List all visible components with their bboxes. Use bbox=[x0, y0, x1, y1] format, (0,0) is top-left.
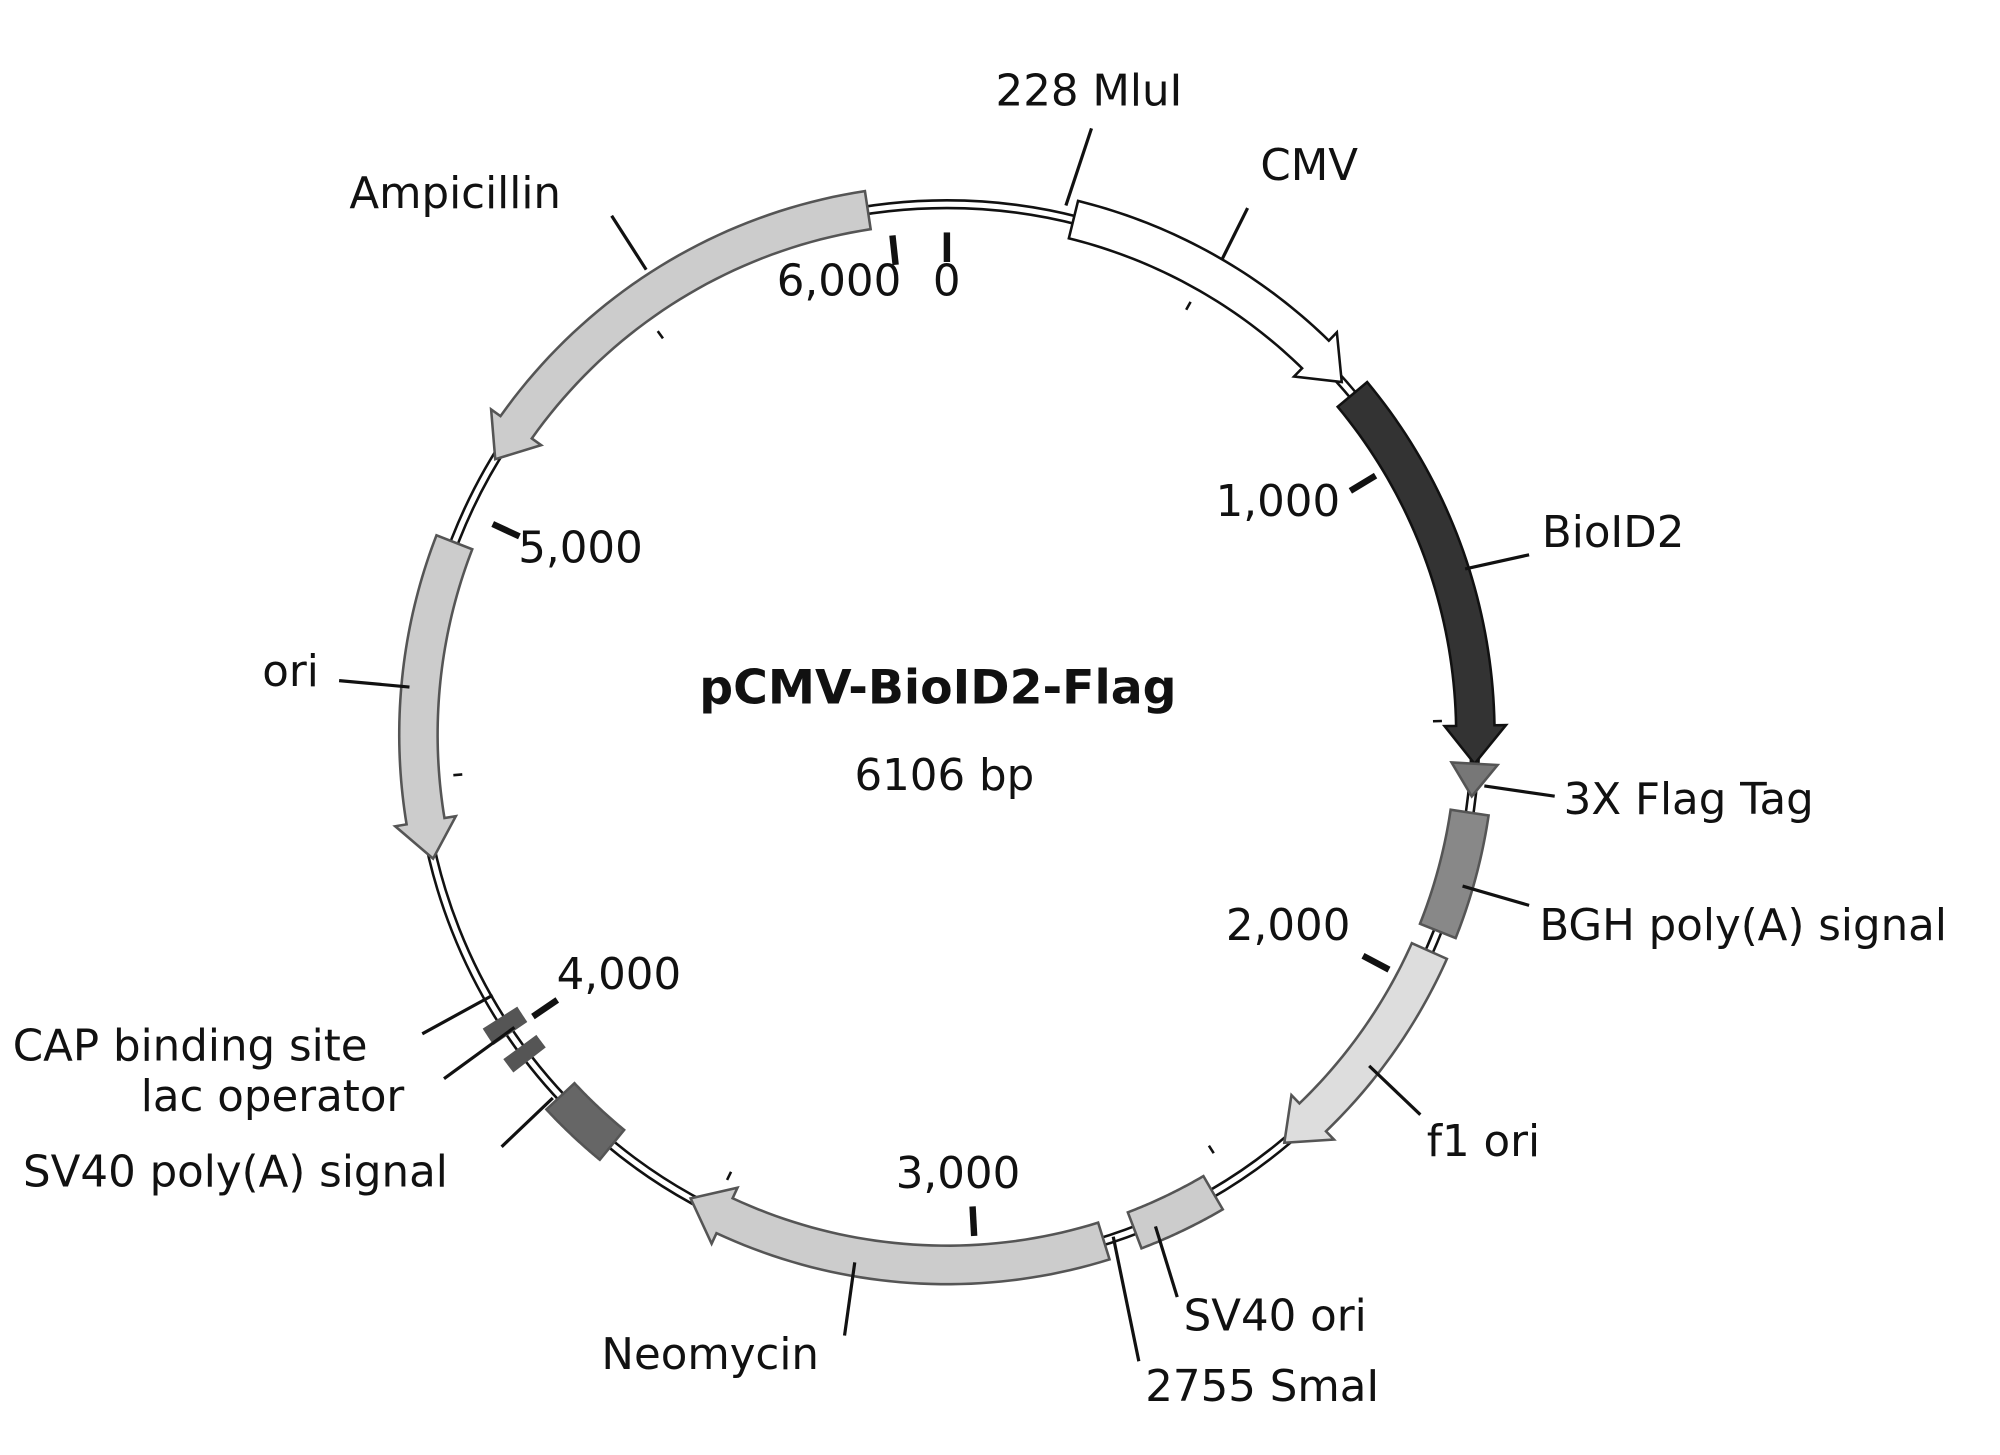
feature-f1-ori bbox=[1282, 941, 1449, 1145]
minor-tick bbox=[1207, 1144, 1215, 1154]
feature-cap-binding-site bbox=[482, 1006, 528, 1046]
plasmid-size: 6106 bp bbox=[854, 751, 1034, 801]
tick-label-1000: 1,000 bbox=[1216, 477, 1341, 527]
minor-tick bbox=[1185, 301, 1192, 311]
feature-bgh-poly-a-signal bbox=[1418, 808, 1491, 940]
label-f1-ori: f1 ori bbox=[1368, 1064, 1540, 1167]
feature-lac-operator bbox=[503, 1034, 546, 1073]
svg-text:3X Flag Tag: 3X Flag Tag bbox=[1564, 775, 1814, 825]
label-flag-tag: 3X Flag Tag bbox=[1484, 775, 1814, 825]
label-sv40-ori: SV40 ori bbox=[1153, 1225, 1367, 1341]
tick-marks bbox=[453, 232, 1442, 1237]
feature-bioid2 bbox=[1335, 380, 1509, 766]
minor-tick bbox=[656, 330, 664, 340]
plasmid-name: pCMV-BioID2-Flag bbox=[699, 661, 1176, 716]
feature-neomycin bbox=[688, 1185, 1112, 1286]
tick-label-5000: 5,000 bbox=[518, 523, 643, 573]
svg-text:ori: ori bbox=[262, 647, 319, 697]
svg-text:CAP binding site: CAP binding site bbox=[13, 1022, 368, 1072]
svg-text:SV40 poly(A) signal: SV40 poly(A) signal bbox=[23, 1148, 448, 1198]
tick-label-2000: 2,000 bbox=[1226, 901, 1351, 951]
major-tick bbox=[1348, 472, 1378, 494]
label-ori: ori bbox=[262, 647, 410, 697]
svg-text:2755 SmaI: 2755 SmaI bbox=[1145, 1362, 1379, 1412]
major-tick bbox=[969, 1206, 978, 1237]
svg-text:BioID2: BioID2 bbox=[1542, 508, 1685, 558]
svg-text:CMV: CMV bbox=[1260, 141, 1358, 191]
feature-sv40-poly-a-signal bbox=[544, 1081, 626, 1162]
feature-ori bbox=[392, 533, 474, 861]
label-cap-binding-site: CAP binding site bbox=[13, 993, 494, 1072]
label-cmv: CMV bbox=[1220, 141, 1358, 261]
label-neomycin: Neomycin bbox=[601, 1262, 857, 1380]
label-mlui: 228 MluI bbox=[996, 66, 1183, 206]
minor-tick bbox=[725, 1171, 733, 1181]
svg-text:Neomycin: Neomycin bbox=[601, 1330, 819, 1380]
svg-text:SV40 ori: SV40 ori bbox=[1184, 1291, 1367, 1341]
svg-text:f1 ori: f1 ori bbox=[1427, 1117, 1540, 1167]
major-tick bbox=[531, 997, 560, 1020]
major-tick bbox=[1361, 952, 1391, 973]
label-lac-operator: lac operator bbox=[141, 1026, 516, 1122]
svg-text:lac operator: lac operator bbox=[141, 1072, 405, 1122]
label-bioid2: BioID2 bbox=[1464, 508, 1685, 571]
feature-ampicillin bbox=[489, 189, 873, 461]
tick-label-3000: 3,000 bbox=[896, 1149, 1021, 1199]
svg-text:BGH poly(A) signal: BGH poly(A) signal bbox=[1539, 901, 1947, 951]
svg-text:Ampicillin: Ampicillin bbox=[349, 169, 561, 219]
svg-text:228 MluI: 228 MluI bbox=[996, 66, 1183, 116]
feature-3x-flag-tag bbox=[1449, 761, 1501, 799]
major-tick bbox=[491, 521, 521, 540]
tick-label-4000: 4,000 bbox=[557, 950, 682, 1000]
feature-sv40-ori bbox=[1126, 1174, 1225, 1250]
label-smai: 2755 SmaI bbox=[1111, 1236, 1379, 1412]
feature-cmv bbox=[1067, 199, 1344, 384]
major-tick bbox=[889, 235, 899, 266]
minor-tick bbox=[453, 773, 463, 777]
label-ampicillin: Ampicillin bbox=[349, 169, 648, 271]
tick-label-0: 0 bbox=[933, 256, 961, 306]
label-bgh-polya: BGH poly(A) signal bbox=[1462, 884, 1947, 951]
tick-label-6000: 6,000 bbox=[777, 256, 902, 306]
label-sv40-polya: SV40 poly(A) signal bbox=[23, 1096, 554, 1198]
feature-arcs bbox=[392, 189, 1509, 1286]
